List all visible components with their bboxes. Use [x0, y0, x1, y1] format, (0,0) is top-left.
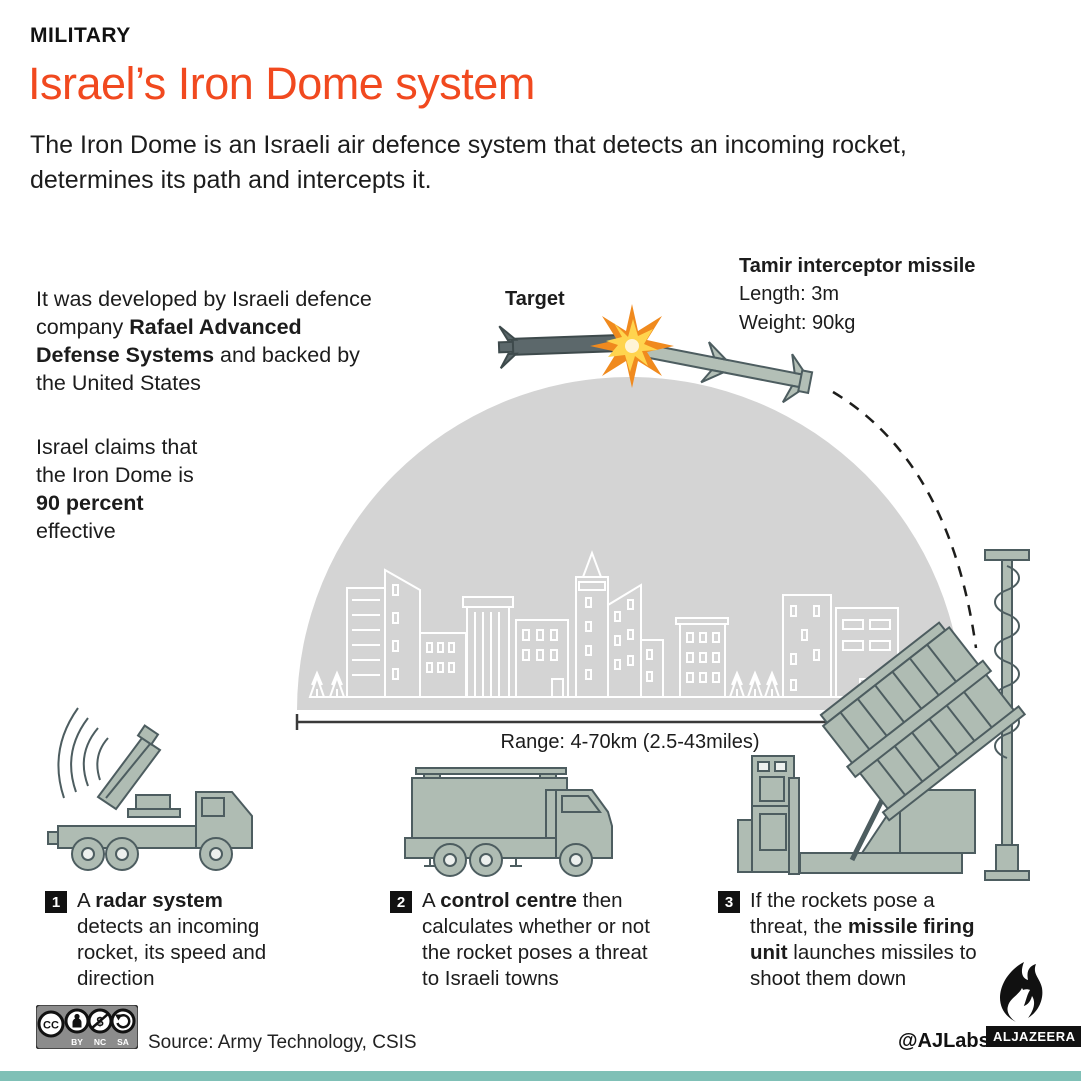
note-developer: It was developed by Israeli defence comp…: [36, 258, 416, 398]
range-label: Range: 4-70km (2.5-43miles): [500, 731, 760, 753]
svg-text:CC: CC: [43, 1020, 59, 1032]
note-effectiveness-post: effective: [36, 518, 116, 543]
step-1-bold: radar system: [95, 889, 223, 912]
city-skyline: [308, 550, 930, 698]
step-1-text: A radar system detects an incoming rocke…: [77, 888, 266, 992]
launcher-cabinet: [737, 755, 795, 873]
svg-text:SA: SA: [117, 1037, 129, 1047]
missile-info-length: Length: 3m: [739, 283, 840, 306]
aljazeera-brand-box: ALJAZEERA: [986, 1026, 1081, 1047]
radar-truck: [47, 707, 253, 871]
subtitle: The Iron Dome is an Israeli air defence …: [30, 131, 907, 194]
launcher-tubes: [819, 621, 1027, 822]
note-effectiveness: Israel claims that the Iron Dome is 90 p…: [36, 406, 276, 546]
page-title: Israel’s Iron Dome system: [28, 58, 535, 109]
step-1-pre: A: [77, 889, 96, 912]
note-effectiveness-bold: 90 percent: [36, 490, 144, 515]
note-developer-bold: Rafael Advanced Defense Systems: [36, 314, 302, 367]
step-3: 3 If the rockets pose a threat, the miss…: [718, 888, 998, 992]
explosion-icon: [590, 304, 674, 388]
step-2-post: then calculates whether or not the rocke…: [422, 889, 650, 991]
missile-firing-unit: [737, 549, 1030, 881]
cc-license-badge: CC BY $ NC SA: [36, 1005, 138, 1049]
step-3-pre: If the rockets pose a threat, the: [750, 889, 935, 939]
cc-by-icon: BY: [64, 1008, 90, 1047]
step-3-number-badge: 3: [718, 891, 740, 913]
step-2-text: A control centre then calculates whether…: [422, 888, 650, 992]
radar-waves-icon: [57, 707, 109, 799]
step-2: 2 A control centre then calculates wheth…: [390, 888, 680, 992]
missile-info-name: Tamir interceptor missile: [739, 255, 976, 277]
step-3-text: If the rockets pose a threat, the missil…: [750, 888, 977, 992]
category-label: MILITARY: [30, 24, 131, 47]
cc-sa-icon: SA: [110, 1008, 136, 1047]
aljazeera-flame-logo: [1000, 962, 1043, 1022]
step-2-number-badge: 2: [390, 891, 412, 913]
missile-info-weight: Weight: 90kg: [739, 311, 856, 334]
control-centre-truck: [404, 767, 613, 877]
footer-accent-bar: [0, 1071, 1081, 1081]
incoming-rocket: [497, 325, 626, 369]
step-2-pre: A: [422, 889, 441, 912]
note-developer-pre: It was developed by Israeli defence comp…: [36, 286, 372, 339]
step-3-post: launches missiles to shoot them down: [750, 941, 977, 991]
step-1: 1 A radar system detects an incoming roc…: [45, 888, 295, 992]
missile-info-block: Tamir interceptor missile Length: 3m Wei…: [739, 252, 975, 337]
step-2-bold: control centre: [440, 889, 577, 912]
step-1-number-badge: 1: [45, 891, 67, 913]
target-label: Target: [505, 288, 565, 310]
dome-shape: [297, 377, 963, 710]
step-3-bold: missile firing unit: [750, 915, 975, 965]
svg-text:NC: NC: [94, 1037, 106, 1047]
step-1-post: detects an incoming rocket, its speed an…: [77, 915, 267, 991]
svg-text:BY: BY: [71, 1037, 83, 1047]
note-developer-post: and backed by the United States: [36, 342, 360, 395]
source-text: Source: Army Technology, CSIS: [148, 1032, 417, 1053]
ajlabs-credit: @AJLabs: [898, 1030, 990, 1052]
note-effectiveness-pre: Israel claims that the Iron Dome is: [36, 434, 198, 487]
cc-icon: CC: [37, 1010, 65, 1038]
